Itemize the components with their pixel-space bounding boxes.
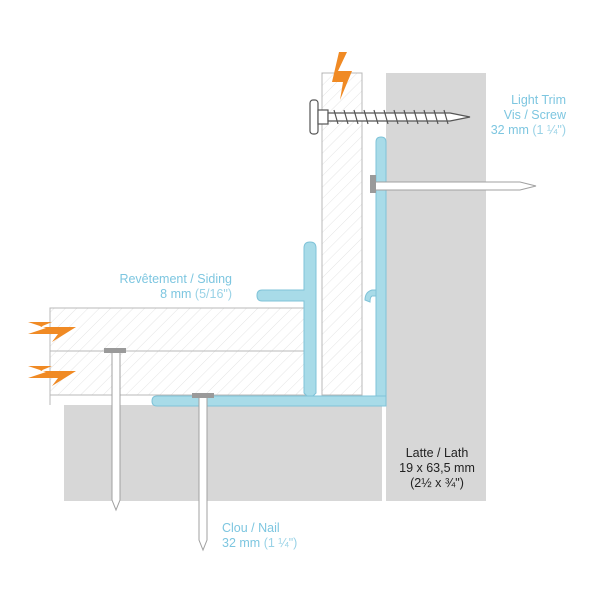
wall-substrate-right <box>386 73 486 501</box>
siding-board-bottom <box>49 350 309 396</box>
siding-label: Revêtement / Siding 8 mm (5/16") <box>82 272 232 302</box>
screw-label-line1: Light Trim <box>511 93 566 107</box>
siding-label-line1: Revêtement / Siding <box>119 272 232 286</box>
lightning-arrow-icon <box>28 52 352 386</box>
lath-label-line3: (2½ x ¾") <box>410 476 464 490</box>
siding-board-top <box>49 307 309 352</box>
vertical-lath-board <box>321 72 363 396</box>
lath-label: Latte / Lath 19 x 63,5 mm (2½ x ¾") <box>392 446 482 491</box>
nail-label-line2: 32 mm (1 ¼") <box>222 536 298 550</box>
nail-left <box>104 348 126 512</box>
screw-label-line3: 32 mm (1 ¼") <box>490 123 566 137</box>
siding-label-line2: 8 mm (5/16") <box>160 287 232 301</box>
light-trim-profile <box>151 136 387 407</box>
lath-label-line1: Latte / Lath <box>405 446 469 460</box>
screw-label: Light Trim Vis / Screw 32 mm (1 ¼") <box>456 93 566 138</box>
screw-label-line2: Vis / Screw <box>503 108 566 122</box>
wall-fastener-line <box>370 175 537 193</box>
nail-label: Clou / Nail 32 mm (1 ¼") <box>222 521 332 551</box>
screw-icon <box>309 99 471 135</box>
lath-label-line2: 19 x 63,5 mm <box>399 461 475 475</box>
nail-center <box>192 393 214 552</box>
nail-label-line1: Clou / Nail <box>222 521 280 535</box>
